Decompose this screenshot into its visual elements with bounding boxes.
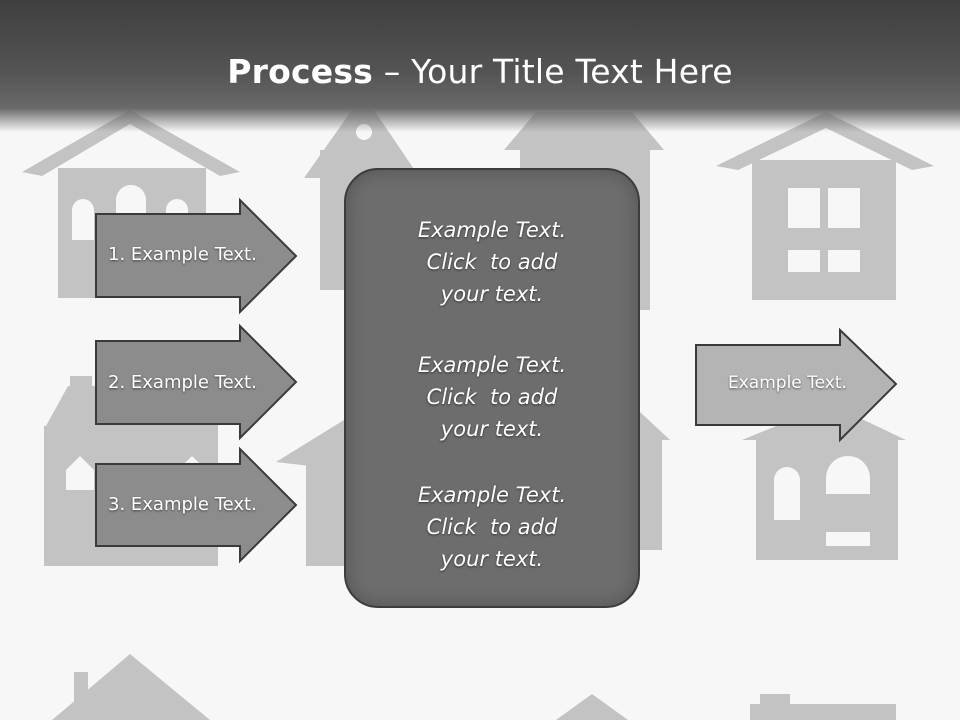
text-block-3-line-2: Click to add: [426, 515, 558, 539]
text-block-1: Example Text. Click to add your text.: [346, 214, 638, 310]
text-block-3-line-1: Example Text.: [417, 483, 567, 507]
title-bold: Process: [227, 52, 374, 91]
left-arrow-3-label: 3. Example Text.: [108, 494, 257, 515]
right-arrow-shape[interactable]: [695, 327, 898, 443]
text-block-2-line-1: Example Text.: [417, 353, 567, 377]
text-block-1-line-1: Example Text.: [417, 218, 567, 242]
text-block-3: Example Text. Click to add your text.: [346, 479, 638, 575]
house-silhouette-11: [750, 694, 896, 720]
house-silhouette-6: [276, 420, 346, 566]
text-block-3-line-3: your text.: [440, 547, 544, 571]
text-block-2-line-3: your text.: [440, 417, 544, 441]
text-block-2: Example Text. Click to add your text.: [346, 349, 638, 445]
text-block-1-line-2: Click to add: [426, 250, 558, 274]
left-arrow-3-shape[interactable]: [95, 446, 298, 564]
left-arrow-2-label: 2. Example Text.: [108, 372, 257, 393]
house-silhouette-7: [640, 412, 670, 550]
house-silhouette-9: [52, 654, 210, 720]
left-arrow-1-shape[interactable]: [95, 197, 298, 315]
left-arrow-2-shape[interactable]: [95, 323, 298, 441]
title-bar: [0, 0, 960, 132]
title-rest: – Your Title Text Here: [373, 52, 733, 91]
left-arrow-1-label: 1. Example Text.: [108, 244, 257, 265]
text-block-2-line-2: Click to add: [426, 385, 558, 409]
slide-title[interactable]: Process – Your Title Text Here: [0, 52, 960, 91]
center-text-box[interactable]: Example Text. Click to add your text. Ex…: [344, 168, 640, 608]
text-block-1-line-3: your text.: [440, 282, 544, 306]
house-silhouette-10: [556, 694, 628, 720]
right-arrow-label: Example Text.: [728, 373, 847, 393]
